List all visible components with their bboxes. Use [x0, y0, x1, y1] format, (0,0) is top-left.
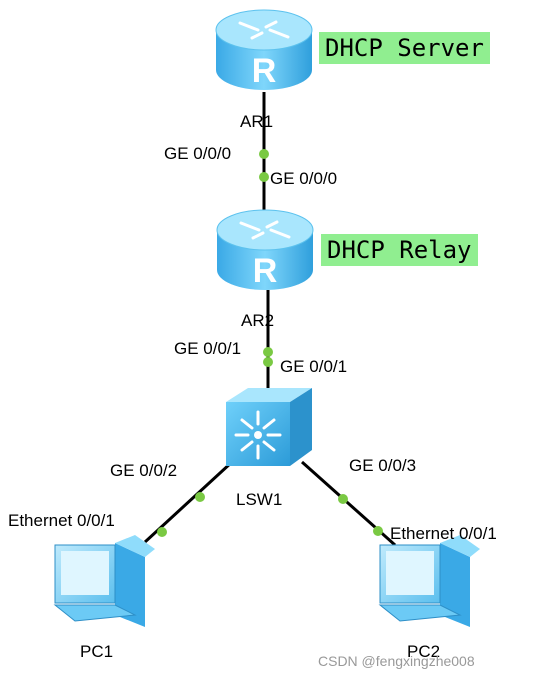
- port-dot-pc2-eth001: [373, 526, 383, 536]
- switch-icon[interactable]: [226, 388, 312, 466]
- pc-icon[interactable]: [378, 535, 480, 627]
- ar2-ge000-label: GE 0/0/0: [270, 169, 338, 188]
- pc2-name-label: PC2: [407, 642, 441, 661]
- svg-text:R: R: [252, 52, 277, 90]
- port-dot-lsw1-ge001: [263, 357, 273, 367]
- port-dot-lsw1-ge002: [195, 492, 205, 502]
- ar2-ge001-label: GE 0/0/1: [174, 339, 242, 358]
- pc2-eth001-label: Ethernet 0/0/1: [390, 524, 497, 543]
- router-icon[interactable]: R: [216, 209, 314, 290]
- pc1-name-label: PC1: [80, 642, 114, 661]
- watermark: CSDN @fengxingzhe008: [318, 653, 475, 669]
- lsw1-name-label: LSW1: [236, 490, 283, 509]
- port-dot-pc1-eth001: [157, 527, 167, 537]
- port-dot-lsw1-ge003: [338, 494, 348, 504]
- pc-icon[interactable]: [53, 535, 155, 627]
- ar2-name-label: AR2: [241, 311, 275, 330]
- ar1-ge000-label: GE 0/0/0: [164, 144, 232, 163]
- lsw1-ge002-label: GE 0/0/2: [110, 461, 178, 480]
- port-dot-ar1-ge000: [259, 149, 269, 159]
- port-dot-ar2-ge000: [259, 172, 269, 182]
- port-dot-ar2-ge001: [263, 347, 273, 357]
- svg-text:R: R: [253, 252, 278, 290]
- ar2-role-tag: DHCP Relay: [321, 234, 478, 266]
- router-icon[interactable]: R: [215, 9, 313, 90]
- ar1-role-tag: DHCP Server: [319, 32, 490, 64]
- pc1-eth001-label: Ethernet 0/0/1: [8, 511, 115, 530]
- ar1-name-label: AR1: [240, 112, 274, 131]
- lsw1-ge003-label: GE 0/0/3: [349, 456, 417, 475]
- lsw1-ge001-label: GE 0/0/1: [280, 357, 348, 376]
